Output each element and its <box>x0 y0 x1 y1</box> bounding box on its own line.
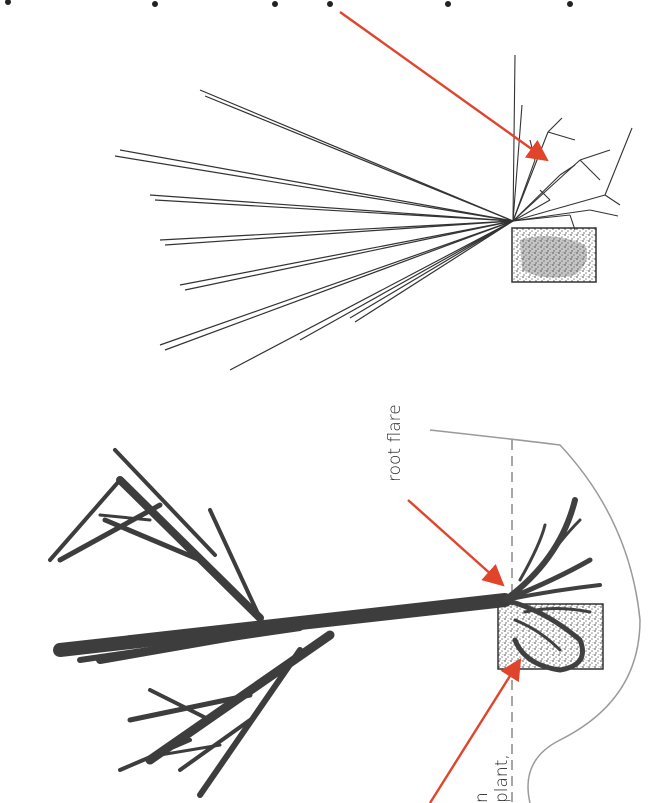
upper-fine-roots <box>513 55 632 230</box>
cut-label-line-2: plant, <box>492 754 512 803</box>
lower-trunk-branches <box>50 450 505 795</box>
upper-arrow <box>340 12 547 160</box>
upper-stems <box>115 90 513 370</box>
upper-bare-root-plant <box>115 55 632 370</box>
lower-planted-tree <box>50 430 640 803</box>
upper-soil-dark-mass <box>520 236 587 278</box>
top-border-dots <box>5 0 573 7</box>
cut-label-line-1: n <box>472 792 492 803</box>
root-flare-label: root flare <box>385 404 405 482</box>
root-flare-arrow <box>408 500 503 585</box>
lower-root-ball <box>498 604 603 669</box>
